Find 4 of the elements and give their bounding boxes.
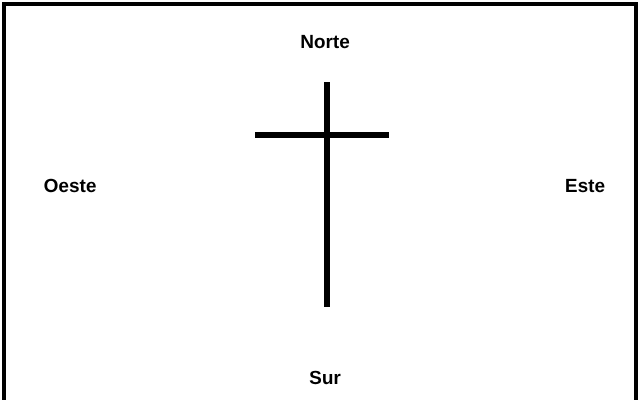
direction-label: Oeste — [44, 176, 96, 198]
direction-label: Este — [564, 176, 606, 198]
direction-label: Sur — [309, 368, 341, 390]
direction-label: Norte — [300, 32, 350, 54]
